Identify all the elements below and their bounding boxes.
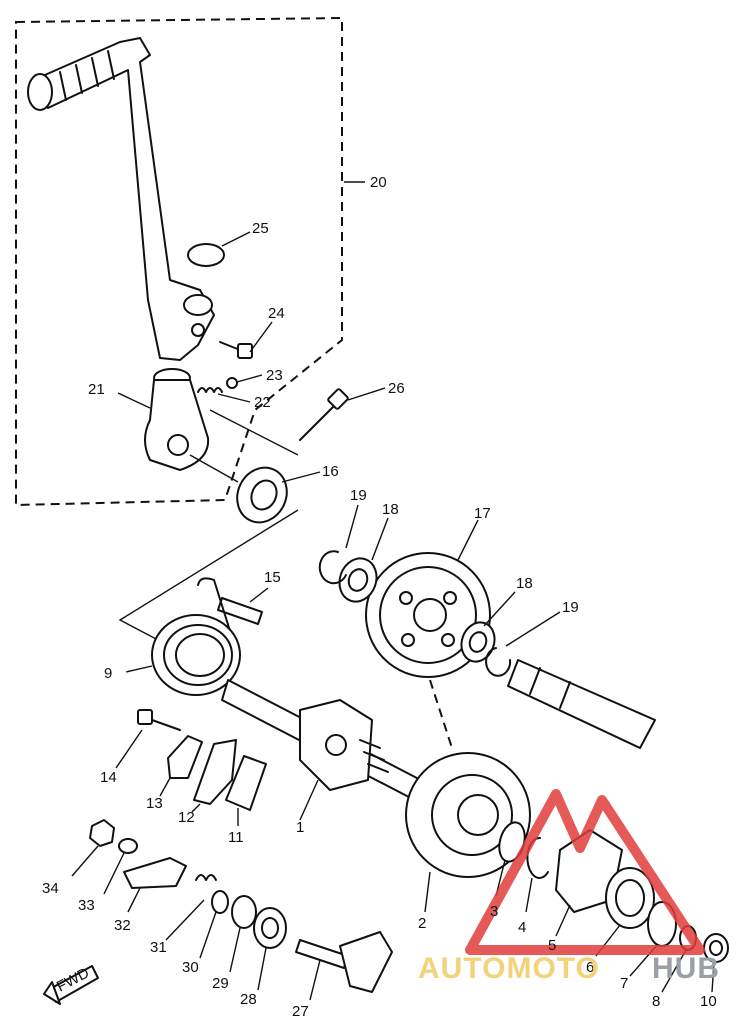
- part-11-plate: [225, 755, 267, 811]
- part-27-shaft: [295, 931, 393, 993]
- part-6-clip-spring: [605, 867, 655, 929]
- label-14: 14: [100, 769, 117, 786]
- label-23: 23: [266, 367, 283, 384]
- part-17-idle-gear: [365, 552, 491, 678]
- part-9-return-spring: [151, 577, 241, 696]
- watermark-text-part1: AUTOMOTO: [418, 952, 600, 985]
- part-19-circlip-a: [318, 550, 347, 585]
- part-12-plate: [193, 739, 237, 805]
- watermark-text-part2: HUB: [652, 952, 720, 985]
- part-23-washer: [226, 377, 238, 389]
- label-22: 22: [254, 394, 271, 411]
- part-32-bracket: [123, 857, 187, 889]
- label-31: 31: [150, 939, 167, 956]
- part-26-bolt: [299, 388, 349, 441]
- label-6: 6: [586, 959, 594, 976]
- part-18-washer-b: [460, 621, 496, 663]
- part-31-spring: [195, 874, 217, 881]
- label-5: 5: [548, 937, 556, 954]
- label-12: 12: [178, 809, 195, 826]
- label-10: 10: [700, 993, 717, 1010]
- part-22-spring: [197, 387, 223, 393]
- part-28-oil-seal: [253, 907, 287, 949]
- part-29-washer: [231, 895, 257, 929]
- label-1: 1: [296, 819, 304, 836]
- kick-lever: [27, 37, 215, 361]
- label-19b: 19: [562, 599, 579, 616]
- part-18-washer-a: [338, 557, 378, 603]
- label-4: 4: [518, 919, 526, 936]
- label-7: 7: [620, 975, 628, 992]
- part-25-cap: [187, 243, 225, 267]
- label-8: 8: [652, 993, 660, 1010]
- part-19-circlip-b: [485, 647, 512, 677]
- part-15-pin: [217, 597, 263, 625]
- label-2: 2: [418, 915, 426, 932]
- label-13: 13: [146, 795, 163, 812]
- label-27: 27: [292, 1003, 309, 1020]
- label-29: 29: [212, 975, 229, 992]
- label-26: 26: [388, 380, 405, 397]
- label-9: 9: [104, 665, 112, 682]
- label-32: 32: [114, 917, 131, 934]
- part-13-plate: [167, 735, 203, 779]
- part-16-oil-seal: [236, 466, 288, 524]
- part-30-washer: [211, 890, 229, 914]
- label-21: 21: [88, 381, 105, 398]
- label-33: 33: [78, 897, 95, 914]
- label-30: 30: [182, 959, 199, 976]
- part-21-kick-boss: [144, 368, 210, 471]
- label-24: 24: [268, 305, 285, 322]
- label-34: 34: [42, 880, 59, 897]
- label-25: 25: [252, 220, 269, 237]
- part-33-washer: [118, 838, 138, 854]
- label-15: 15: [264, 569, 281, 586]
- label-17: 17: [474, 505, 491, 522]
- watermark-logo: [465, 789, 705, 955]
- label-16: 16: [322, 463, 339, 480]
- label-28: 28: [240, 991, 257, 1008]
- label-20: 20: [370, 174, 387, 191]
- part-34-nut: [89, 819, 115, 847]
- label-19a: 19: [350, 487, 367, 504]
- label-3: 3: [490, 903, 498, 920]
- part-24-bolt: [219, 341, 253, 359]
- label-18a: 18: [382, 501, 399, 518]
- fwd-direction-arrow: [43, 965, 99, 1005]
- label-18b: 18: [516, 575, 533, 592]
- counter-shaft: [507, 659, 656, 749]
- part-14-bolt: [137, 709, 181, 731]
- label-11: 11: [228, 829, 244, 846]
